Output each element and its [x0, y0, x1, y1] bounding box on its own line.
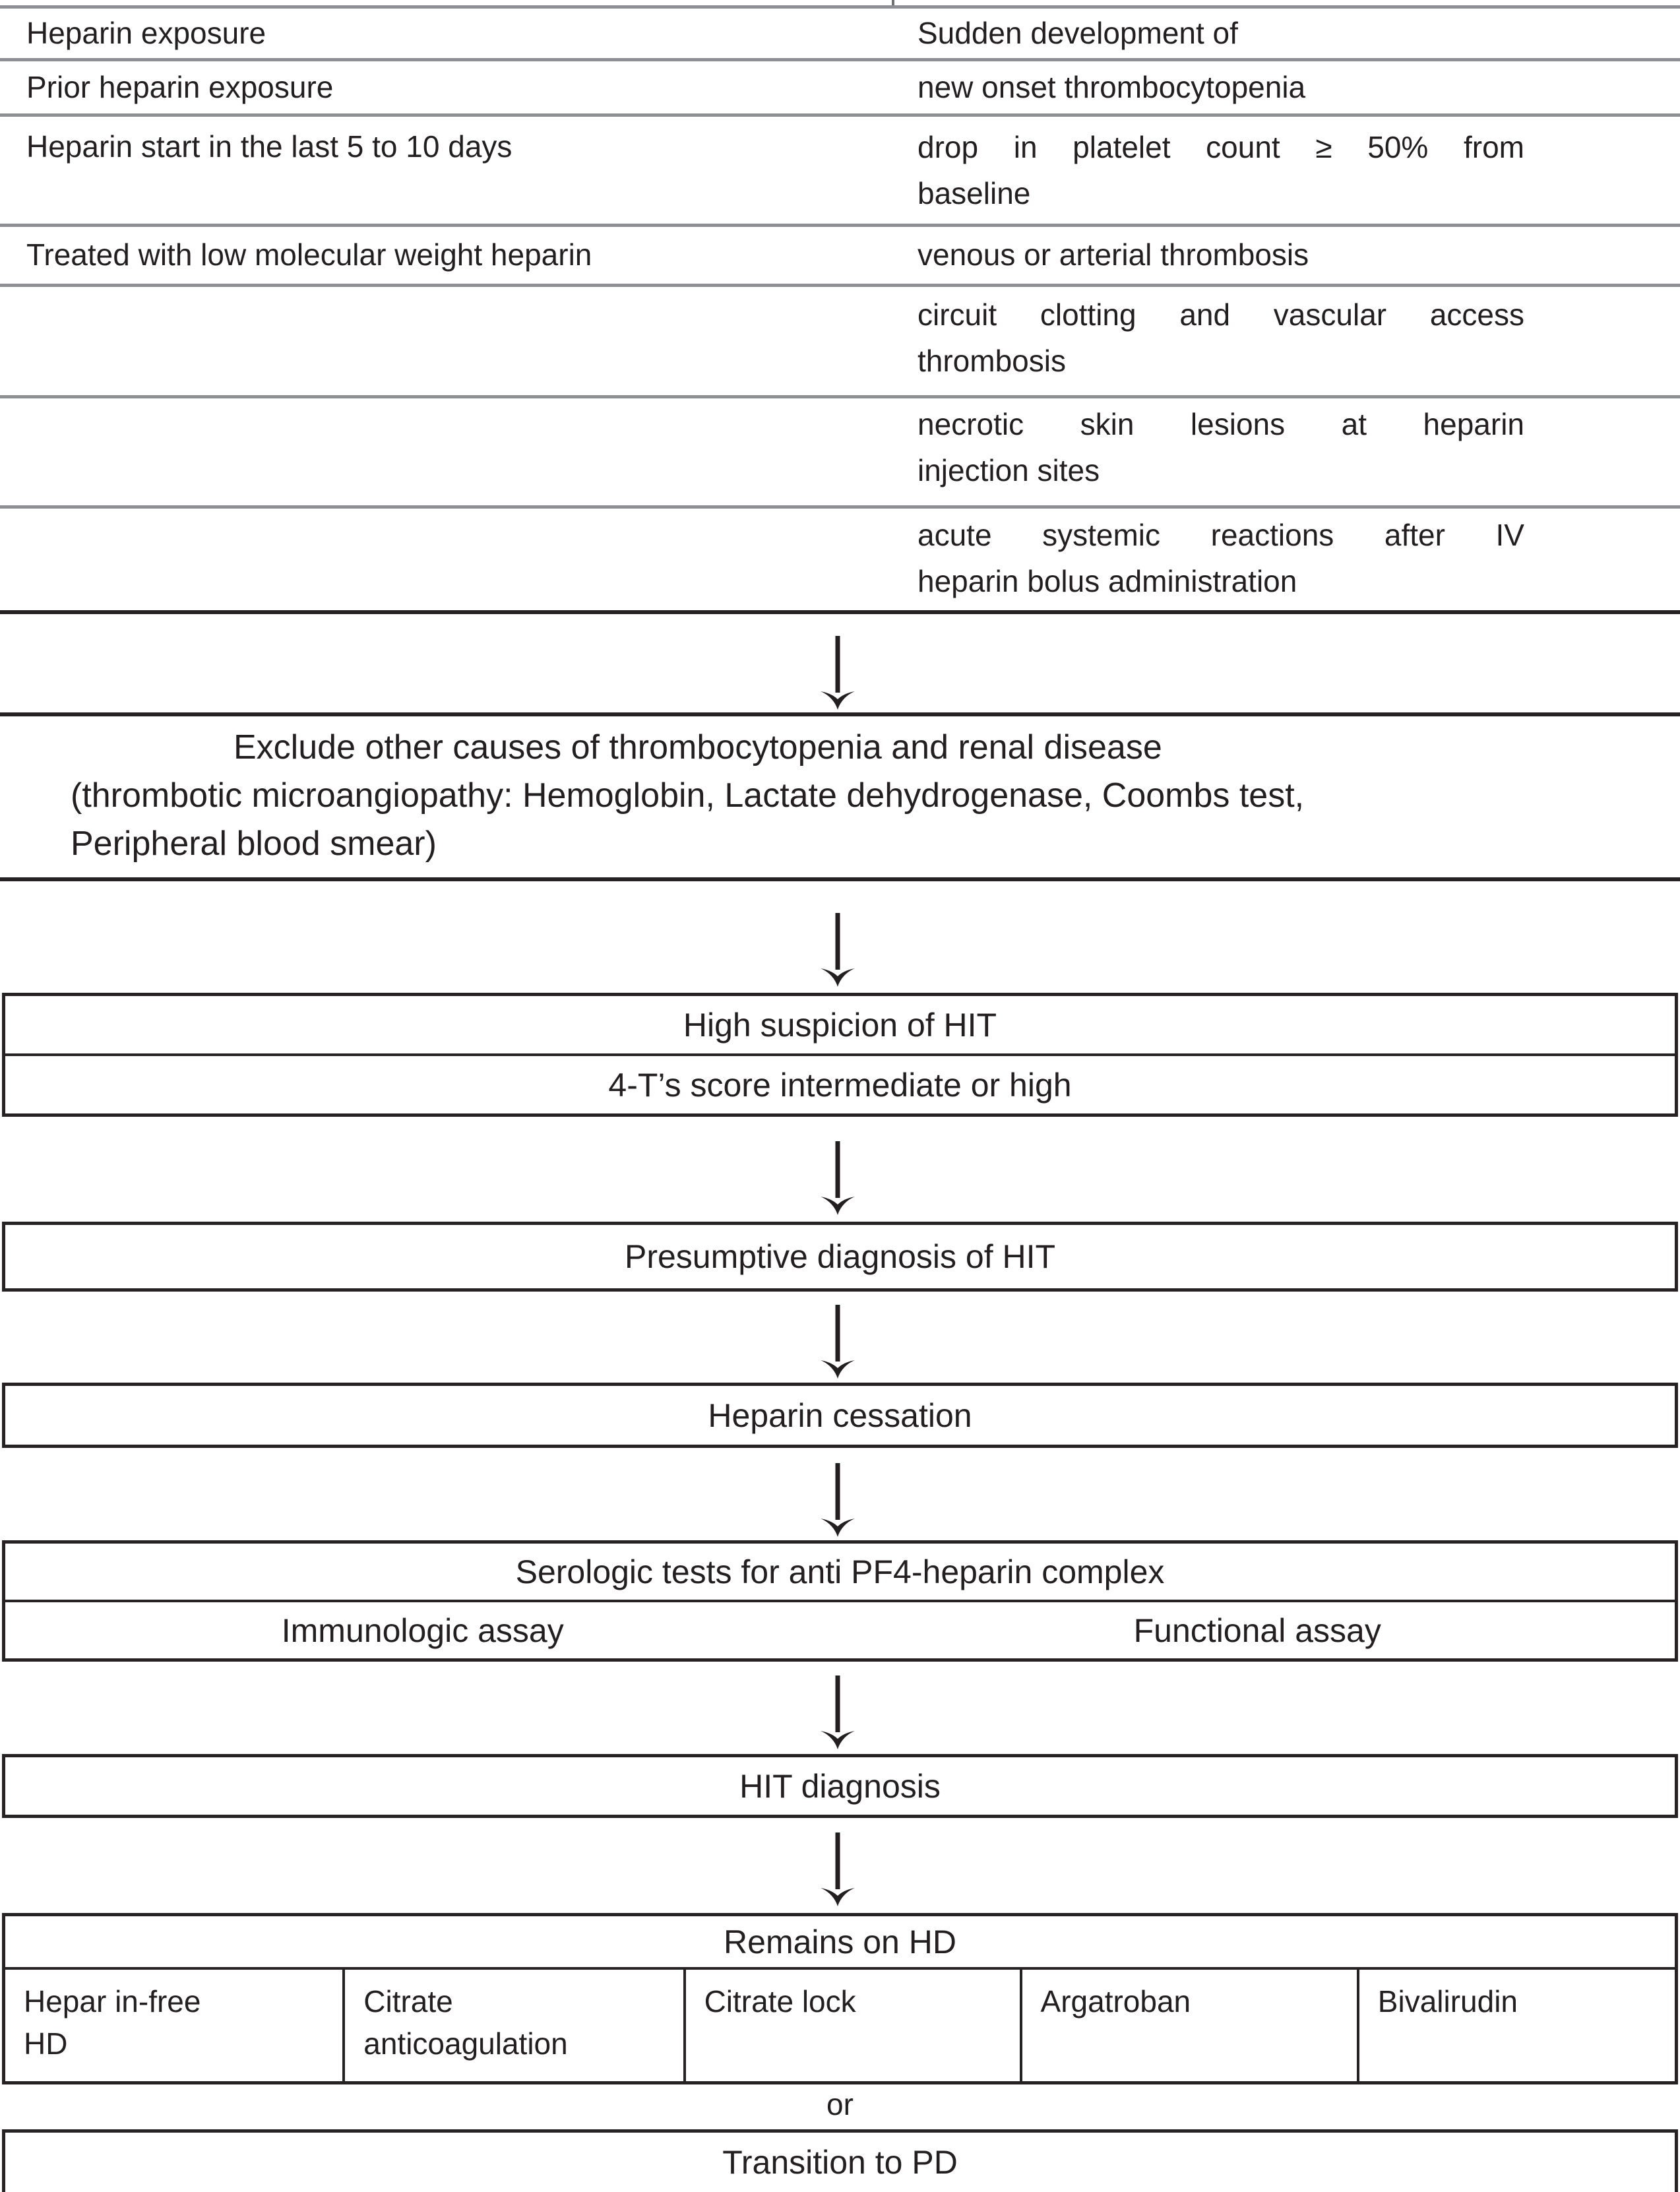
option-bivalirudin: Bivalirudin — [1356, 1970, 1675, 2081]
hit-diagnosis-box: HIT diagnosis — [2, 1754, 1678, 1818]
criterion-line: injection sites — [918, 453, 1100, 487]
criterion-line: baseline — [918, 176, 1031, 210]
arrow-down-icon — [817, 912, 859, 988]
transition-to-pd-box: Transition to PD — [2, 2129, 1678, 2192]
criterion-line: acute systemic reactions after IV — [918, 518, 1524, 552]
criterion-lmwh-treated: Treated with low molecular weight hepari… — [26, 237, 592, 272]
serology-header: Serologic tests for anti PF4-heparin com… — [515, 1553, 1165, 1590]
criterion-platelet-drop: drop in platelet count ≥ 50% from baseli… — [918, 124, 1524, 216]
remains-on-hd-header: Remains on HD — [5, 1916, 1675, 1970]
criterion-heparin-exposure: Heparin exposure — [26, 16, 266, 50]
arrow-down-icon — [817, 1303, 859, 1380]
exclude-section: Exclude other causes of thrombocytopenia… — [71, 724, 1627, 868]
option-citrate-lock: Citrate lock — [683, 1970, 1020, 2081]
presumptive-diagnosis-box: Presumptive diagnosis of HIT — [2, 1222, 1678, 1292]
option-argatroban: Argatroban — [1019, 1970, 1357, 2081]
arrow-down-icon — [817, 1831, 859, 1908]
row-separator — [0, 113, 1680, 117]
arrow-down-icon — [817, 635, 859, 711]
option-line: Hepar in-free — [24, 1984, 201, 2019]
criterion-new-onset-thrombocytopenia: new onset thrombocytopenia — [918, 70, 1306, 104]
exclude-top-rule — [0, 712, 1680, 716]
four-ts-score-label: 4-T’s score intermediate or high — [5, 1053, 1675, 1113]
hit-diagnosis-label: HIT diagnosis — [739, 1767, 941, 1805]
right-row-separator — [0, 284, 1680, 287]
arrow-down-icon — [817, 1462, 859, 1538]
remains-on-hd-table: Remains on HD Hepar in-free HD Citrate a… — [2, 1913, 1678, 2084]
criterion-venous-arterial-thrombosis: venous or arterial thrombosis — [918, 237, 1309, 272]
high-suspicion-label: High suspicion of HIT — [683, 1006, 997, 1044]
high-suspicion-box: High suspicion of HIT 4-T’s score interm… — [2, 993, 1678, 1117]
option-line: HD — [24, 2026, 68, 2061]
exclude-detail: Peripheral blood smear) — [71, 825, 437, 863]
transition-to-pd-label: Transition to PD — [722, 2144, 958, 2181]
criterion-line: heparin bolus administration — [918, 564, 1297, 598]
heparin-cessation-label: Heparin cessation — [708, 1396, 972, 1434]
exclude-detail: (thrombotic microangiopathy: Hemoglobin,… — [71, 776, 1305, 815]
serology-tests-box: Serologic tests for anti PF4-heparin com… — [2, 1540, 1678, 1662]
right-row-separator — [0, 395, 1680, 398]
or-connector-label: or — [826, 2087, 854, 2121]
option-line: Citrate — [363, 1984, 453, 2019]
exclude-bottom-rule — [0, 877, 1680, 881]
criterion-line: thrombosis — [918, 344, 1066, 378]
serology-assay-row: Immunologic assay Functional assay — [5, 1600, 1675, 1658]
column-divider-tick — [892, 0, 894, 8]
criterion-sudden-development: Sudden development of — [918, 16, 1238, 50]
criterion-acute-systemic-reactions: acute systemic reactions after IV hepari… — [918, 512, 1524, 604]
option-line: Argatroban — [1040, 1984, 1191, 2019]
criterion-prior-heparin-exposure: Prior heparin exposure — [26, 70, 334, 104]
row-separator — [0, 58, 1680, 61]
table-top-rule — [0, 5, 1680, 9]
table-bottom-rule — [0, 610, 1680, 614]
option-heparin-free-hd: Hepar in-free HD — [5, 1970, 342, 2081]
option-line: Citrate lock — [704, 1984, 856, 2019]
functional-assay-label: Functional assay — [1133, 1612, 1381, 1649]
row-separator — [0, 224, 1680, 227]
criterion-heparin-start: Heparin start in the last 5 to 10 days — [26, 129, 513, 164]
right-row-separator — [0, 505, 1680, 509]
option-line: Bivalirudin — [1377, 1984, 1518, 2019]
presumptive-diagnosis-label: Presumptive diagnosis of HIT — [624, 1238, 1056, 1275]
heparin-cessation-box: Heparin cessation — [2, 1383, 1678, 1448]
criterion-line: circuit clotting and vascular access — [918, 297, 1524, 332]
exclude-heading: Exclude other causes of thrombocytopenia… — [233, 728, 1162, 767]
criterion-necrotic-skin-lesions: necrotic skin lesions at heparin injecti… — [918, 401, 1524, 493]
option-line: anticoagulation — [363, 2026, 568, 2061]
criterion-line: drop in platelet count ≥ 50% from — [918, 130, 1524, 164]
immunologic-assay-label: Immunologic assay — [281, 1612, 564, 1649]
arrow-down-icon — [817, 1674, 859, 1751]
option-citrate-anticoagulation: Citrate anticoagulation — [342, 1970, 683, 2081]
criterion-line: necrotic skin lesions at heparin — [918, 407, 1524, 441]
hd-options-row: Hepar in-free HD Citrate anticoagulation… — [5, 1970, 1675, 2081]
arrow-down-icon — [817, 1140, 859, 1216]
criterion-circuit-clotting: circuit clotting and vascular access thr… — [918, 292, 1524, 384]
